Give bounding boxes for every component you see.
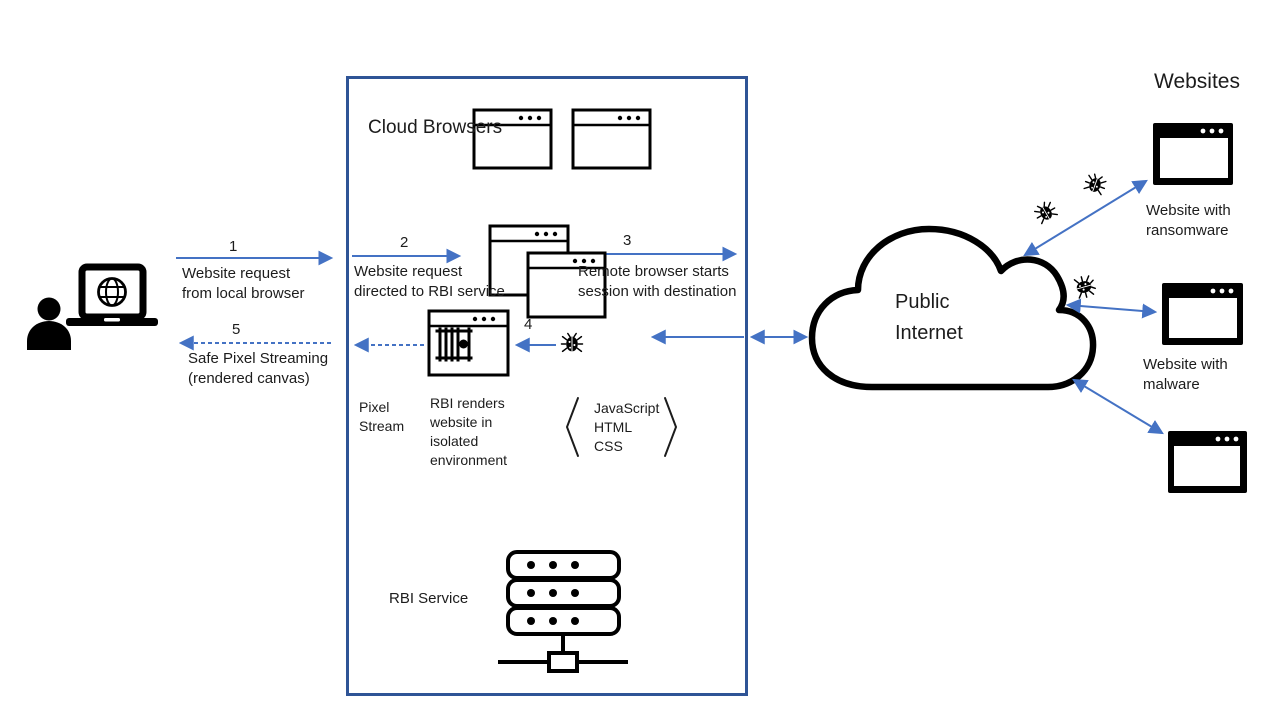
website-ransomware-label: Website with ransomware bbox=[1146, 202, 1231, 239]
website-malware-icon bbox=[1162, 283, 1243, 345]
jail-bars-icon bbox=[435, 327, 473, 362]
remote-browser-icon-front bbox=[526, 251, 607, 319]
website-malware-label: Website with malware bbox=[1143, 356, 1228, 393]
public-internet-label: Public Internet bbox=[895, 291, 963, 344]
rbi-renders-label: RBI renders website in isolated environm… bbox=[430, 395, 508, 468]
laptop-globe-icon bbox=[66, 263, 158, 326]
step1-number: 1 bbox=[229, 238, 238, 255]
code-stack-label: JavaScript HTML CSS bbox=[594, 400, 660, 454]
bug-icon bbox=[1082, 171, 1109, 196]
step3-label: Remote browser starts session with desti… bbox=[578, 263, 737, 300]
server-rack-icon bbox=[498, 550, 628, 673]
arrow-cloud-malware bbox=[1065, 298, 1158, 319]
step5-number: 5 bbox=[232, 321, 241, 338]
step3-number: 3 bbox=[623, 232, 632, 249]
bug-icon bbox=[1031, 198, 1059, 225]
step1-label: Website request from local browser bbox=[182, 265, 305, 302]
website-icon-3 bbox=[1168, 431, 1247, 493]
globe-icon bbox=[97, 277, 127, 307]
arrow-cloud-site3 bbox=[1072, 378, 1164, 435]
step5-label: Safe Pixel Streaming (rendered canvas) bbox=[188, 350, 329, 387]
pixel-stream-label: Pixel Stream bbox=[359, 399, 405, 434]
cloud-shape bbox=[808, 225, 1097, 391]
step2-label: Website request directed to RBI service bbox=[354, 263, 505, 300]
person-icon bbox=[27, 297, 71, 350]
code-brackets-icon bbox=[565, 397, 678, 457]
cloud-browser-icon-2 bbox=[571, 108, 652, 170]
rbi-service-box bbox=[346, 76, 748, 696]
cloud-browser-icon-1 bbox=[472, 108, 553, 170]
step2-number: 2 bbox=[400, 234, 409, 251]
rbi-service-label: RBI Service bbox=[389, 590, 469, 607]
websites-heading: Websites bbox=[1154, 70, 1240, 93]
jailed-browser-icon bbox=[427, 309, 510, 377]
step4-number: 4 bbox=[524, 316, 533, 333]
website-ransomware-icon bbox=[1153, 123, 1233, 185]
bug-icon bbox=[1073, 273, 1098, 300]
arrow-cloud-ransomware bbox=[1023, 179, 1148, 257]
cloud-browsers-title: Cloud Browsers bbox=[368, 117, 503, 138]
